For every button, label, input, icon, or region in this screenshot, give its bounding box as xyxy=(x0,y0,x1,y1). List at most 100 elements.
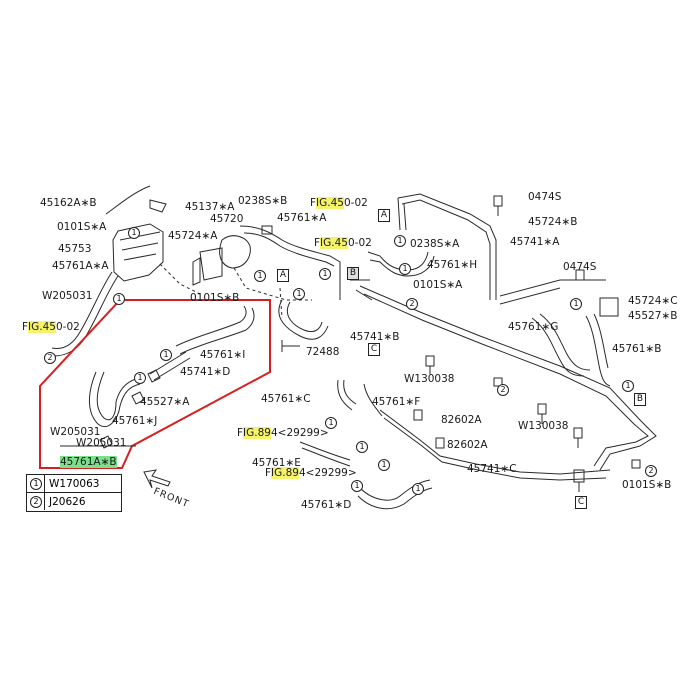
legend-row: 2 J20626 xyxy=(27,493,121,510)
fig-ref-highlight: IG.45 xyxy=(28,321,56,333)
part-callout-45761a-a[interactable]: 45761A∗A xyxy=(52,260,109,272)
circle-marker-c1-l: 1 xyxy=(570,298,582,310)
part-callout-45761-h[interactable]: 45761∗H xyxy=(427,259,478,271)
part-callout-45753[interactable]: 45753 xyxy=(58,243,92,255)
circle-marker-c2-c: 2 xyxy=(645,465,657,477)
section-box-box-B-top[interactable]: B xyxy=(347,267,359,280)
part-callout-0101s-a-mid[interactable]: 0101S∗A xyxy=(413,279,463,291)
fig-ref-suffix: 4<29299> xyxy=(298,467,357,479)
section-box-box-C-mid[interactable]: C xyxy=(368,343,380,356)
part-callout-45761-e[interactable]: 45761∗E xyxy=(252,457,301,469)
part-callout-72488[interactable]: 72488 xyxy=(306,346,340,358)
section-box-box-C-bottom[interactable]: C xyxy=(575,496,587,509)
part-callout-w205031-top[interactable]: W205031 xyxy=(42,290,93,302)
part-callout-0101s-b[interactable]: 0101S∗B xyxy=(190,292,240,304)
section-box-box-B-right[interactable]: B xyxy=(634,393,646,406)
part-callout-45761-f[interactable]: 45761∗F xyxy=(372,396,421,408)
part-callout-0474s-top[interactable]: 0474S xyxy=(528,191,562,203)
part-callout-45761-b[interactable]: 45761∗B xyxy=(612,343,662,355)
fig-ref-fig-450-mid[interactable]: FIG.450-02 xyxy=(314,237,372,249)
part-callout-0474s-mid[interactable]: 0474S xyxy=(563,261,597,273)
part-callout-w205031-a[interactable]: W205031 xyxy=(50,426,101,438)
fig-ref-prefix: F xyxy=(237,427,244,439)
part-callout-0238s-a[interactable]: 0238S∗A xyxy=(410,238,460,250)
part-callout-45761-c[interactable]: 45761∗C xyxy=(261,393,311,405)
part-callout-45761-d[interactable]: 45761∗D xyxy=(301,499,352,511)
pipe-45741C xyxy=(379,409,611,475)
fig-ref-suffix: 0-02 xyxy=(343,197,368,209)
part-callout-0101s-b-right[interactable]: 0101S∗B xyxy=(622,479,672,491)
fig-ref-highlight: IG.45 xyxy=(316,197,344,209)
circle-marker-c1-f: 1 xyxy=(160,349,172,361)
legend-code: J20626 xyxy=(49,496,86,508)
part-callout-45137-a[interactable]: 45137∗A xyxy=(185,201,235,213)
pipe-45741A xyxy=(397,193,497,300)
fig-ref-fig-894-b[interactable]: FIG.894<29299> xyxy=(265,467,357,479)
part-callout-45724-a[interactable]: 45724∗A xyxy=(168,230,218,242)
part-callout-45741-b[interactable]: 45741∗B xyxy=(350,331,400,343)
part-callout-0238s-b[interactable]: 0238S∗B xyxy=(238,195,288,207)
circle-marker-c1-n: 1 xyxy=(399,263,411,275)
pump-45720 xyxy=(219,235,251,269)
fig-ref-suffix: 0-02 xyxy=(55,321,80,333)
selected-part-label[interactable]: 45761A∗B xyxy=(60,456,117,468)
circle-marker-c2-d: 2 xyxy=(44,352,56,364)
circle-marker-c2-a: 2 xyxy=(406,298,418,310)
circle-marker-c1-h: 1 xyxy=(325,417,337,429)
legend-code: W170063 xyxy=(49,478,100,490)
legend-row: 1 W170063 xyxy=(27,475,121,493)
part-callout-45720[interactable]: 45720 xyxy=(210,213,244,225)
fig-ref-prefix: F xyxy=(314,237,321,249)
selected-part-text[interactable]: 45761A∗B xyxy=(60,456,117,468)
part-callout-82602a-b[interactable]: 82602A xyxy=(447,439,488,451)
part-callout-w205031-b[interactable]: W205031 xyxy=(76,437,127,449)
part-callout-45741-c[interactable]: 45741∗C xyxy=(467,463,517,475)
part-callout-45527-b[interactable]: 45527∗B xyxy=(628,310,678,322)
circle-marker-c1-c: 1 xyxy=(254,270,266,282)
circle-marker-c2-b: 2 xyxy=(497,384,509,396)
circle-marker-c1-k: 1 xyxy=(622,380,634,392)
legend-num: 1 xyxy=(30,478,42,490)
part-callout-45724-b[interactable]: 45724∗B xyxy=(528,216,578,228)
part-callout-45527-a[interactable]: 45527∗A xyxy=(140,396,190,408)
circle-marker-c1-j: 1 xyxy=(378,459,390,471)
part-callout-w130038-a[interactable]: W130038 xyxy=(404,373,455,385)
legend-divider xyxy=(44,475,45,492)
fig-ref-suffix: 0-02 xyxy=(347,237,372,249)
part-callout-45741-a[interactable]: 45741∗A xyxy=(510,236,560,248)
highlight-region xyxy=(39,299,271,469)
fig-ref-fig-894-a[interactable]: FIG.894<29299> xyxy=(237,427,329,439)
fig-ref-fig-450-left[interactable]: FIG.450-02 xyxy=(22,321,80,333)
part-callout-45724-c[interactable]: 45724∗C xyxy=(628,295,678,307)
fig-ref-suffix: 4<29299> xyxy=(270,427,329,439)
circle-marker-c1-e: 1 xyxy=(293,288,305,300)
part-callout-45761-i[interactable]: 45761∗I xyxy=(200,349,246,361)
circle-marker-c1-a: 1 xyxy=(113,293,125,305)
fig-ref-prefix: F xyxy=(310,197,317,209)
circle-marker-c1-m: 1 xyxy=(394,235,406,247)
circle-marker-c1-o: 1 xyxy=(412,483,424,495)
front-arrow xyxy=(143,469,171,489)
part-callout-45761-a[interactable]: 45761∗A xyxy=(277,212,327,224)
legend-table: 1 W170063 2 J20626 xyxy=(26,474,122,512)
fig-ref-highlight: IG.89 xyxy=(271,467,299,479)
reservoir-tank xyxy=(112,223,164,282)
circle-marker-c1-g: 1 xyxy=(134,372,146,384)
part-callout-w130038-b[interactable]: W130038 xyxy=(518,420,569,432)
section-box-box-A-top[interactable]: A xyxy=(378,209,390,222)
circle-marker-c1-i: 1 xyxy=(356,441,368,453)
part-callout-0101s-a-top[interactable]: 0101S∗A xyxy=(57,221,107,233)
hose-45162A xyxy=(105,185,151,215)
circle-marker-c1-b: 1 xyxy=(128,227,140,239)
circle-marker-c1-d: 1 xyxy=(319,268,331,280)
fig-ref-highlight: IG.45 xyxy=(320,237,348,249)
section-box-box-A-left[interactable]: A xyxy=(277,269,289,282)
part-callout-45162a-b[interactable]: 45162A∗B xyxy=(40,197,97,209)
part-callout-45741-d[interactable]: 45741∗D xyxy=(180,366,231,378)
part-callout-45761-g[interactable]: 45761∗G xyxy=(508,321,559,333)
fig-ref-fig-450-top[interactable]: FIG.450-02 xyxy=(310,197,368,209)
part-callout-45761-j[interactable]: 45761∗J xyxy=(112,415,158,427)
legend-divider xyxy=(44,493,45,510)
part-callout-82602a-a[interactable]: 82602A xyxy=(441,414,482,426)
